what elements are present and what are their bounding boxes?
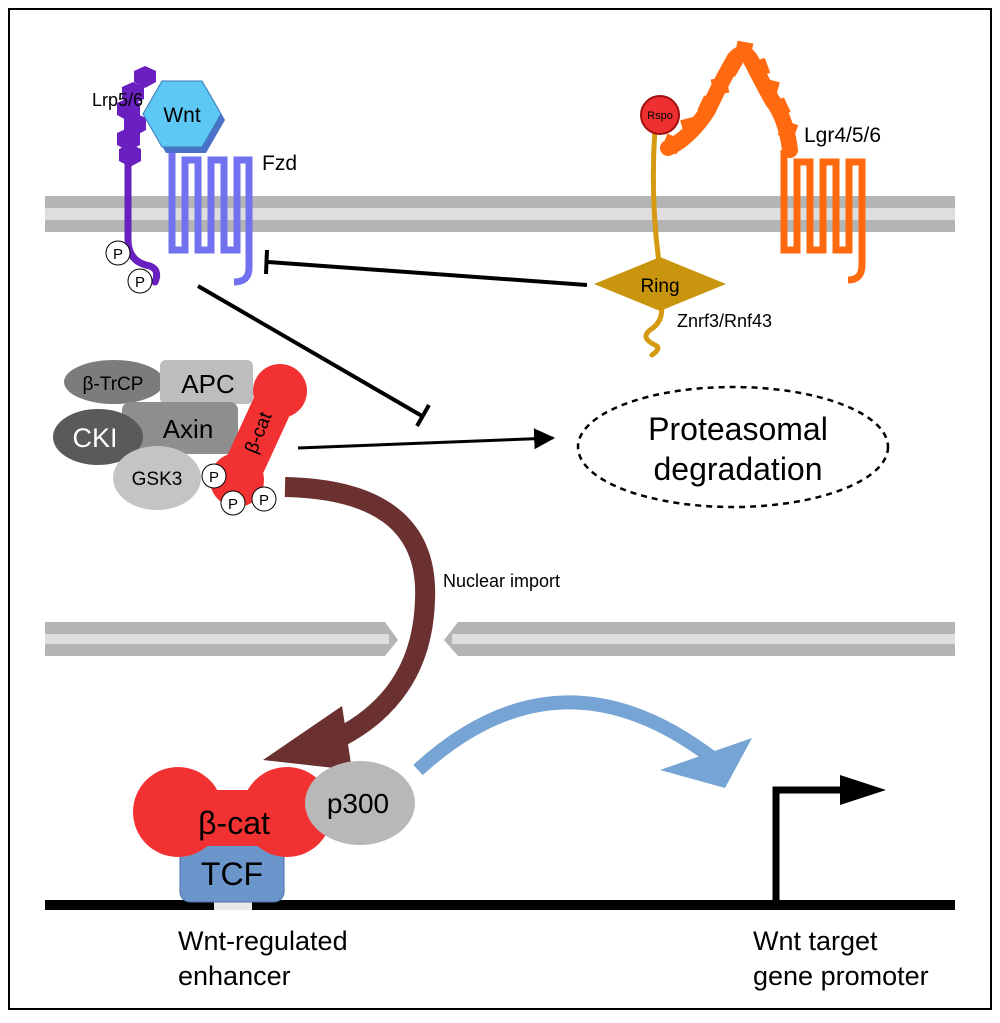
wnt-label: Wnt [163, 104, 201, 127]
nuclear-transcription-complex [133, 761, 415, 903]
znrf-label: Znrf3/Rnf43 [677, 311, 772, 331]
target-label-line2: gene promoter [753, 961, 929, 991]
btrcp-label: β-TrCP [83, 374, 144, 395]
enhancer-label-line2: enhancer [178, 961, 291, 991]
nuclear-import-label: Nuclear import [443, 571, 560, 591]
znrf-inhibition-line [264, 249, 588, 287]
receptor-inhibition-line [196, 284, 431, 427]
phospho-label: P [259, 492, 269, 509]
phospho-label: P [209, 469, 219, 486]
tcf-label: TCF [201, 856, 263, 892]
phospho-label: P [135, 274, 145, 291]
rspo-ligand [640, 95, 680, 135]
nuclear-import-arrow [263, 477, 436, 770]
lgr-label: Lgr4/5/6 [804, 124, 881, 147]
proteasome-label-line2: degradation [653, 451, 822, 487]
destruction-complex [53, 360, 253, 510]
fzd-receptor [168, 148, 253, 286]
phospho-label: P [228, 496, 238, 513]
nuclear-membrane [45, 622, 955, 656]
degradation-arrow [297, 428, 556, 450]
bcat-phospho-sites: P P P [201, 463, 277, 516]
cki-label: CKI [72, 423, 117, 453]
gsk3-label: GSK3 [132, 469, 183, 490]
enhancer-label-line1: Wnt-regulated [178, 926, 348, 956]
figure-border [8, 8, 992, 1010]
beta-catenin-cytoplasmic [210, 364, 307, 507]
wnt-ligand [142, 80, 225, 153]
apc-label: APC [181, 369, 234, 399]
lrp-label: Lrp5/6 [92, 90, 143, 110]
phospho-label: P [113, 246, 123, 263]
znrf-ligase [594, 125, 726, 358]
transcription-activation-arrow [413, 695, 752, 788]
ring-label: Ring [640, 276, 679, 297]
dna-strand [45, 900, 955, 910]
target-label-line1: Wnt target [753, 926, 878, 956]
rspo-label: Rspo [647, 110, 673, 122]
p300-label: p300 [327, 788, 389, 819]
axin-label: Axin [163, 414, 214, 444]
lrp-phospho-sites: P P [105, 240, 153, 294]
proteasome-ellipse [576, 385, 890, 509]
lgr-receptor [660, 40, 866, 284]
bcat-nuclear-label: β-cat [198, 805, 270, 841]
fzd-label: Fzd [262, 152, 297, 175]
promoter-arrow [772, 775, 886, 902]
proteasome-label-line1: Proteasomal [648, 411, 828, 447]
